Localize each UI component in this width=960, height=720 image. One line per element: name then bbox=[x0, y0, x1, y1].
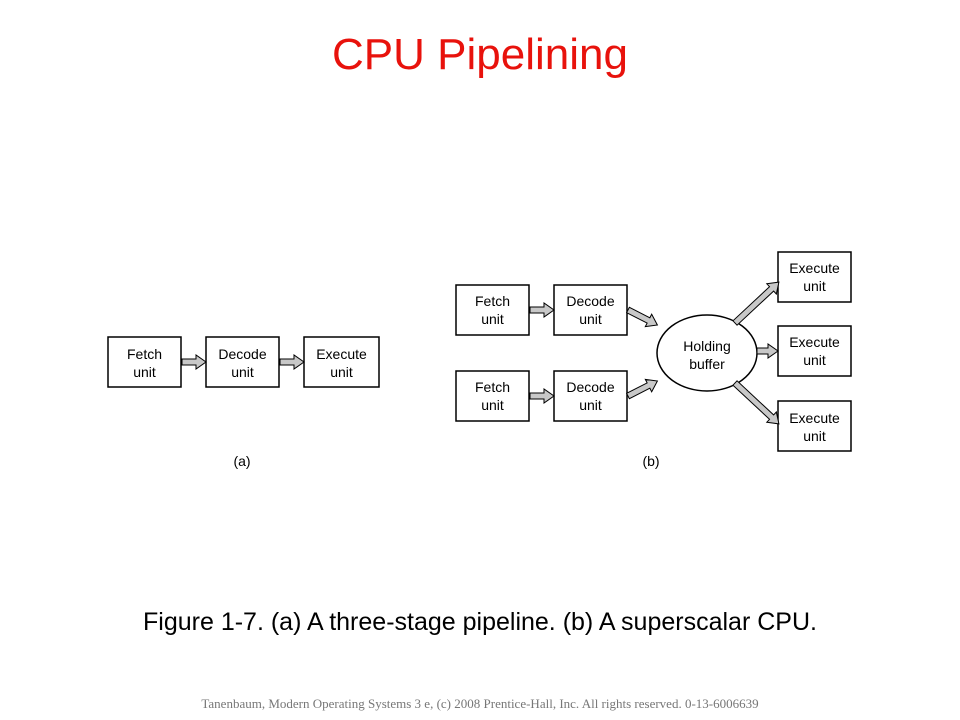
fetch-unit-label-line2: unit bbox=[133, 364, 156, 380]
execute-unit-1-label-line2: unit bbox=[803, 278, 826, 294]
slide-title: CPU Pipelining bbox=[332, 30, 628, 79]
panel-b-label: (b) bbox=[642, 453, 659, 469]
arrow-buffer-to-execute-2 bbox=[756, 343, 779, 359]
fetch-unit-box bbox=[107, 336, 182, 388]
execute-unit-2-label-line1: Execute bbox=[789, 334, 840, 350]
arrow-bottom-decode-to-buffer bbox=[625, 378, 659, 400]
bottom-decode-unit-label-line1: Decode bbox=[566, 379, 614, 395]
arrow-top-fetch-to-decode bbox=[529, 302, 555, 318]
arrow-buffer-to-execute-3 bbox=[732, 380, 780, 425]
execute-unit-2-label-line2: unit bbox=[803, 352, 826, 368]
top-decode-unit-box bbox=[553, 284, 628, 336]
top-decode-unit-label-line2: unit bbox=[579, 311, 602, 327]
panel-a-label: (a) bbox=[233, 453, 250, 469]
execute-unit-label-line2: unit bbox=[330, 364, 353, 380]
bottom-fetch-unit-label-line2: unit bbox=[481, 397, 504, 413]
arrow-decode-to-execute bbox=[279, 354, 305, 370]
bottom-fetch-unit-label-line1: Fetch bbox=[475, 379, 510, 395]
copyright-footer: Tanenbaum, Modern Operating Systems 3 e,… bbox=[201, 696, 759, 711]
execute-unit-1-label-line1: Execute bbox=[789, 260, 840, 276]
arrow-bottom-fetch-to-decode bbox=[529, 388, 555, 404]
diagram-b: Fetch unit Decode unit Fetch unit Decode… bbox=[455, 251, 852, 469]
top-fetch-unit-label-line1: Fetch bbox=[475, 293, 510, 309]
decode-unit-label-line1: Decode bbox=[218, 346, 266, 362]
bottom-decode-unit-label-line2: unit bbox=[579, 397, 602, 413]
holding-buffer-label-line2: buffer bbox=[689, 356, 725, 372]
bottom-fetch-unit-box bbox=[455, 370, 530, 422]
figure-caption: Figure 1-7. (a) A three-stage pipeline. … bbox=[143, 608, 817, 636]
fetch-unit-label-line1: Fetch bbox=[127, 346, 162, 362]
holding-buffer-label-line1: Holding bbox=[683, 338, 730, 354]
top-decode-unit-label-line1: Decode bbox=[566, 293, 614, 309]
diagram-a: Fetch unit Decode unit Execute unit (a) bbox=[107, 336, 380, 469]
execute-unit-3-box bbox=[777, 400, 852, 452]
decode-unit-label-line2: unit bbox=[231, 364, 254, 380]
bottom-decode-unit-box bbox=[553, 370, 628, 422]
top-fetch-unit-label-line2: unit bbox=[481, 311, 504, 327]
arrow-top-decode-to-buffer bbox=[625, 306, 659, 328]
execute-unit-3-label-line2: unit bbox=[803, 428, 826, 444]
arrow-buffer-to-execute-1 bbox=[732, 281, 780, 326]
execute-unit-label-line1: Execute bbox=[316, 346, 367, 362]
arrow-fetch-to-decode bbox=[181, 354, 207, 370]
execute-unit-1-box bbox=[777, 251, 852, 303]
execute-unit-3-label-line1: Execute bbox=[789, 410, 840, 426]
top-fetch-unit-box bbox=[455, 284, 530, 336]
